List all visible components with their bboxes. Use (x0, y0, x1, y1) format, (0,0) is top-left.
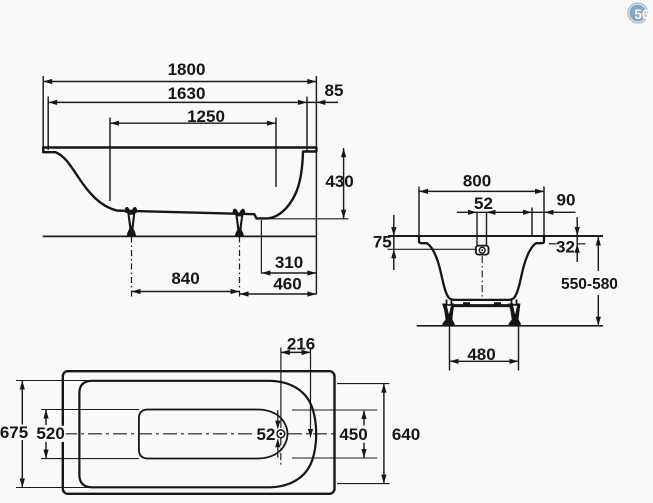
svg-text:85: 85 (325, 81, 344, 100)
svg-text:460: 460 (273, 275, 301, 294)
svg-text:52: 52 (474, 194, 493, 213)
svg-text:310: 310 (275, 253, 303, 272)
svg-text:32: 32 (556, 238, 575, 257)
svg-text:675: 675 (0, 423, 28, 442)
svg-text:430: 430 (325, 172, 353, 191)
svg-text:56: 56 (634, 7, 650, 22)
svg-text:800: 800 (463, 172, 491, 191)
svg-text:90: 90 (557, 191, 576, 210)
svg-text:52: 52 (257, 425, 276, 444)
svg-text:1250: 1250 (187, 107, 225, 126)
svg-text:1630: 1630 (168, 84, 206, 103)
svg-text:520: 520 (36, 424, 64, 443)
svg-text:640: 640 (392, 425, 420, 444)
svg-text:216: 216 (287, 335, 315, 354)
svg-text:75: 75 (373, 233, 392, 252)
svg-text:480: 480 (467, 345, 495, 364)
svg-text:550-580: 550-580 (561, 276, 618, 293)
svg-text:840: 840 (171, 269, 199, 288)
svg-text:450: 450 (339, 425, 367, 444)
svg-text:1800: 1800 (168, 60, 206, 79)
